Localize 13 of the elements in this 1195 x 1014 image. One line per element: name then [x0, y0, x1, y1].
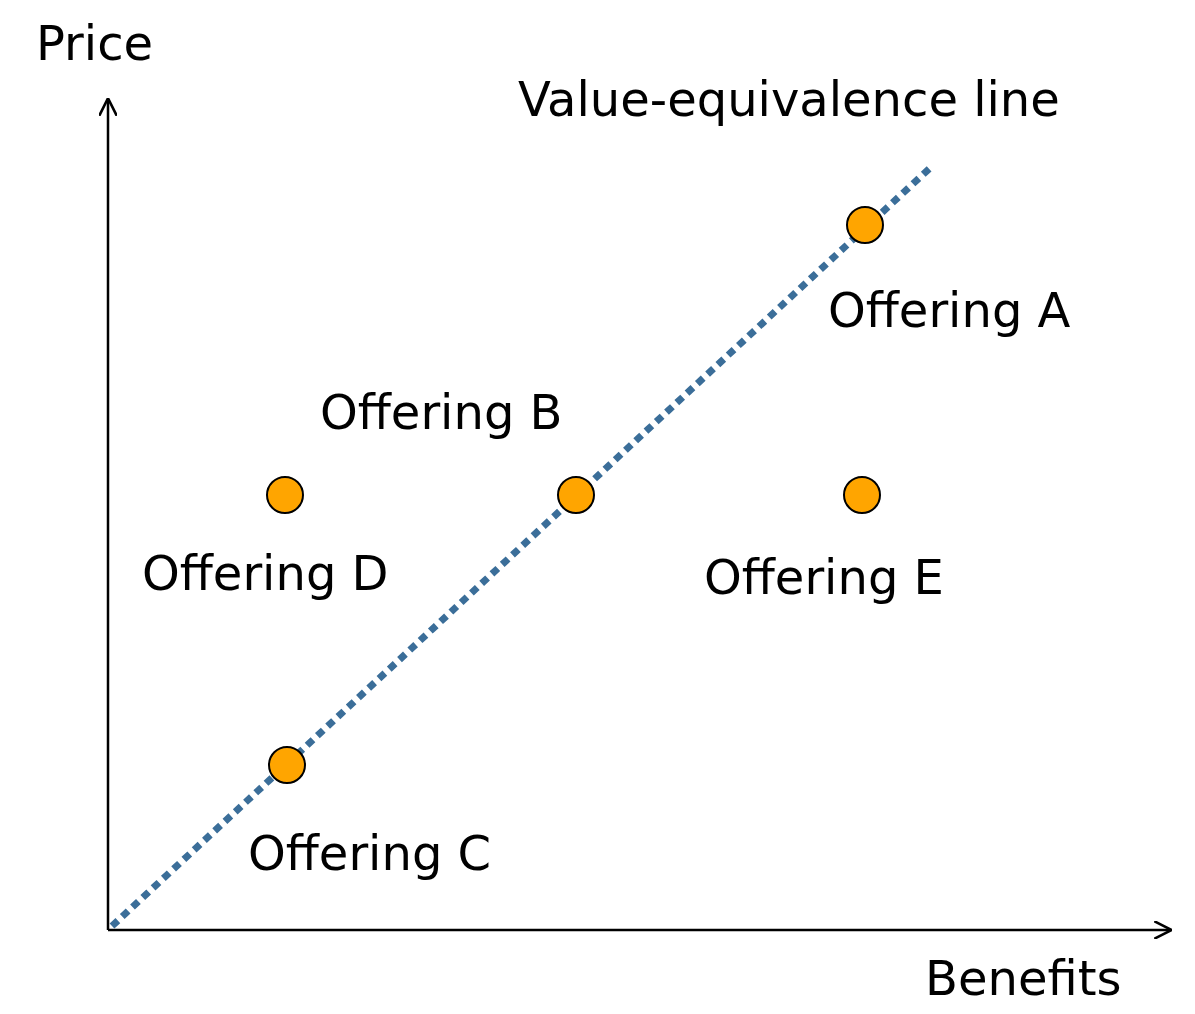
offering-label: Offering D [142, 546, 389, 602]
dot-marker [846, 206, 884, 244]
offering-label: Offering E [704, 550, 944, 606]
dot-marker [843, 476, 881, 514]
offering-label: Offering A [828, 283, 1071, 339]
dot-marker [266, 476, 304, 514]
dot-marker [268, 746, 306, 784]
line-label: Value-equivalence line [518, 72, 1060, 128]
dot-marker [557, 476, 595, 514]
axis-title: Benefits [925, 951, 1122, 1007]
offering-label: Offering B [320, 385, 563, 441]
axis-title: Price [36, 16, 154, 72]
offering-label: Offering C [248, 826, 492, 882]
